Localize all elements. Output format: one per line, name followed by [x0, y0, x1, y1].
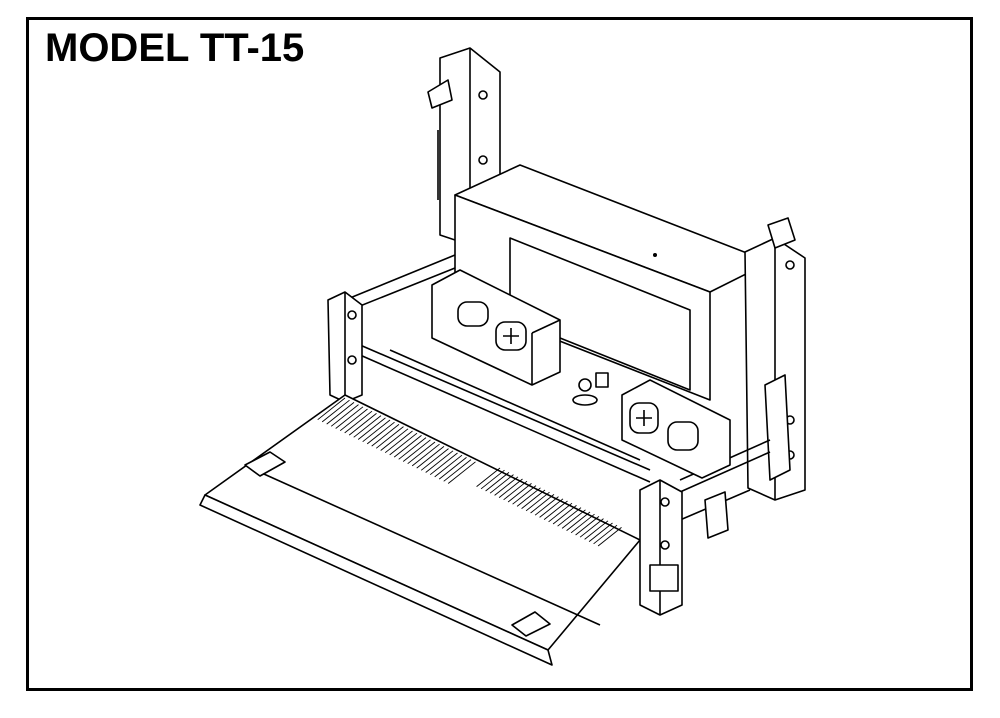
tread-line [321, 399, 350, 423]
frame-rails [344, 254, 771, 521]
tread-line [512, 485, 537, 505]
tread-line [362, 419, 391, 443]
tread-line [375, 426, 404, 449]
tread-line [371, 424, 400, 447]
model-title: MODEL TT-15 [45, 26, 305, 70]
tread-line [579, 518, 604, 538]
tread-line [353, 415, 382, 438]
tread-line [588, 522, 613, 542]
tread-line [335, 406, 364, 429]
tread-line [357, 417, 386, 440]
tread-line [407, 441, 436, 465]
tread-line [384, 430, 413, 454]
tread-line [557, 507, 582, 527]
tread-line [348, 413, 377, 436]
tread-line [317, 397, 346, 421]
tread-line [366, 421, 395, 445]
tread-line [503, 480, 528, 501]
tread-line [402, 439, 431, 462]
pendant-control-right [621, 379, 731, 479]
front-right-post [639, 479, 729, 616]
tread-line [597, 527, 622, 547]
tread-line [525, 491, 550, 512]
pendant-control-left [431, 269, 561, 386]
tread-line [593, 524, 618, 545]
tread-line [398, 437, 427, 460]
tread-line [476, 467, 501, 487]
tread-line [566, 511, 591, 531]
figure-border [26, 17, 973, 691]
tread-line [530, 494, 555, 514]
front-left-post [327, 291, 363, 403]
tread-line [344, 410, 373, 434]
tread-line [552, 505, 577, 525]
tread-line [534, 496, 559, 516]
tread-line [485, 472, 510, 492]
rear-right-post [744, 217, 806, 501]
tread-line [434, 454, 463, 478]
tread-line [480, 469, 505, 490]
platform [199, 394, 641, 666]
tread-line [339, 408, 368, 432]
tread-line [498, 478, 523, 498]
tread-line [416, 446, 445, 469]
tread-line [575, 516, 600, 536]
tread-line [507, 483, 532, 503]
tread-line [489, 474, 514, 494]
tread-line [411, 443, 440, 467]
tread-line [443, 459, 472, 482]
tread-line [420, 448, 449, 471]
tread-line [494, 476, 519, 496]
tread-line [539, 498, 564, 518]
tread-line [561, 509, 586, 529]
tread-line [389, 432, 418, 456]
tread-line [380, 428, 409, 451]
tread-line [516, 487, 541, 507]
tread-line [584, 520, 609, 540]
tread-line [570, 513, 595, 534]
hitch-ball [572, 372, 609, 406]
tread-line [543, 500, 568, 520]
tread-line [548, 502, 573, 523]
tread-line [326, 402, 355, 425]
tread-line [447, 461, 476, 484]
tread-line [429, 452, 458, 476]
tread-line [330, 404, 359, 427]
tread-line [438, 457, 467, 480]
tread-line [521, 489, 546, 509]
tread-line [425, 450, 454, 473]
tread-line [393, 435, 422, 458]
